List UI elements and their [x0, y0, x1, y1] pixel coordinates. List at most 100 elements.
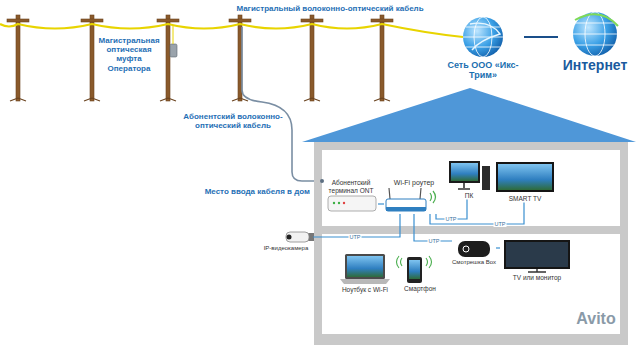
internet-cloud: Интернет [558, 10, 632, 73]
phone-body [407, 257, 422, 283]
smartphone-icon [397, 256, 432, 283]
smart-tv-device: SMART TV [494, 160, 556, 202]
network-globe [463, 17, 503, 57]
set-top-box-device: Смотрешка Box [452, 238, 496, 266]
box-body [458, 241, 490, 257]
pc-tower [482, 166, 490, 190]
monitor-stand [458, 183, 470, 189]
box-logo [463, 246, 469, 252]
router-base [386, 207, 426, 211]
pole-crossbar [229, 19, 251, 22]
house [302, 88, 636, 345]
tv-screen [498, 164, 552, 190]
device-caption: ПК [446, 192, 492, 199]
entry-caption: Место ввода кабеля в дом [186, 187, 310, 196]
cable-connector [524, 36, 558, 38]
subscriber-fibre-cable [242, 27, 322, 181]
wifi-router: Wi-Fi роутер [384, 179, 444, 214]
led [338, 202, 340, 204]
tv-monitor-device: TV или монитор [500, 238, 574, 281]
tv-frame [496, 162, 554, 192]
upper-room [322, 150, 620, 226]
pole [166, 15, 170, 101]
cable-connector [496, 247, 500, 248]
network-cloud: Сеть ООО «Икс-Трим» [442, 16, 524, 81]
ip-camera-icon [286, 232, 314, 242]
closure-caption: Магистральная оптическая муфта Оператора [96, 36, 162, 73]
pole-crossbar [157, 19, 179, 22]
cable-connector [378, 203, 384, 204]
cable-type-label: UTP [349, 234, 362, 240]
device-caption: Смартфон [398, 285, 442, 292]
camera-body [286, 232, 309, 242]
internet-globe [573, 12, 618, 56]
pole-crossbar [7, 19, 29, 22]
laptop-base [340, 279, 390, 284]
pole-base [10, 98, 390, 101]
ip-camera-device: IP-видеокамера [259, 229, 313, 252]
globe-swoosh [470, 23, 500, 50]
device-caption: Смотрешка Box [452, 259, 496, 266]
trunk-fibre-cable [0, 24, 463, 37]
led [333, 202, 335, 204]
ont-body [328, 196, 376, 211]
cable-type-label: UTP [494, 221, 507, 227]
pole-crossbar [81, 19, 103, 22]
device-caption: TV или монитор [500, 274, 574, 281]
set-top-box-icon [458, 241, 490, 257]
tv-screen [506, 242, 568, 267]
pole-struts [10, 98, 390, 101]
smartphone-device: Смартфон [398, 254, 442, 292]
ont-terminal: Абонентский терминал ONT [324, 179, 378, 214]
device-caption: IP-видеокамера [259, 245, 313, 252]
watermark: Avito [560, 310, 632, 328]
tv-stand [528, 269, 546, 272]
pole [380, 15, 384, 101]
wifi-waves [430, 191, 436, 203]
cable-caption: Абонентский волоконно-оптический кабель [180, 112, 286, 130]
device-caption: Интернет [558, 57, 632, 73]
tv-monitor-icon [504, 240, 570, 272]
pc-device: ПК [446, 158, 492, 199]
cable-connector [430, 202, 524, 224]
device-caption: Сеть ООО «Икс-Трим» [442, 60, 524, 81]
cable-caption: Магистральный волоконно-оптический кабел… [215, 4, 445, 13]
globe [573, 12, 617, 56]
cable-type-label: UTP [428, 238, 441, 244]
lower-room [322, 234, 620, 334]
device-caption: Wi-Fi роутер [384, 179, 444, 187]
router-body [386, 199, 426, 211]
monitor-frame [449, 161, 480, 183]
pole [90, 15, 94, 101]
led [343, 202, 345, 204]
pole [310, 15, 314, 101]
pc-icon [449, 161, 490, 190]
laptop-device: Ноутбук с Wi-Fi [336, 252, 394, 293]
splice-closure [170, 44, 177, 57]
laptop-lid [345, 254, 385, 279]
pole-crossbar [371, 19, 393, 22]
cable-type-label: UTP [445, 216, 458, 222]
laptop-icon [340, 254, 390, 284]
phone-screen [409, 260, 420, 279]
closure-cable [173, 26, 174, 44]
device-caption: SMART TV [494, 195, 556, 202]
monitor-screen [451, 163, 478, 181]
device-caption: Ноутбук с Wi-Fi [336, 286, 394, 293]
pole-crossbar [301, 19, 323, 22]
ont-icon [328, 196, 376, 211]
cable-entry-point [320, 179, 324, 183]
pole [16, 15, 20, 101]
globe-orbit [575, 14, 618, 26]
device-caption: Абонентский терминал ONT [324, 179, 378, 194]
router-antenna [389, 188, 421, 199]
smart-tv-icon [496, 162, 554, 192]
house-roof [302, 88, 636, 142]
laptop-screen [347, 256, 383, 277]
router-icon [386, 188, 436, 211]
wifi-waves [397, 256, 432, 268]
